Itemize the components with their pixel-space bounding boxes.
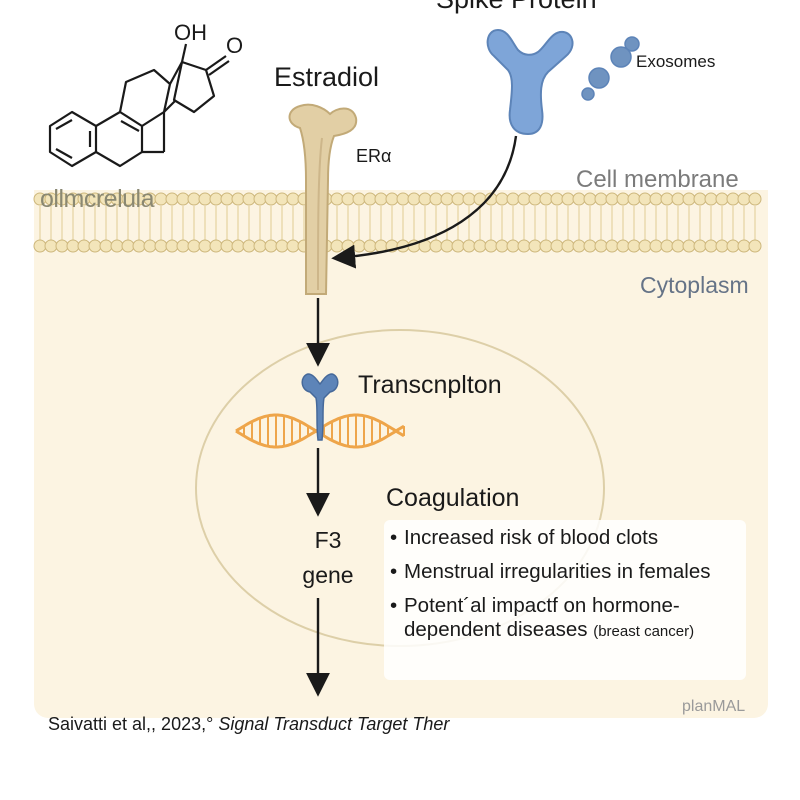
effects-list: Increased risk of blood clots Menstrual … bbox=[390, 526, 750, 654]
hydroxyl-label: OH bbox=[174, 20, 207, 45]
cell-membrane-label: Cell membrane bbox=[576, 166, 739, 193]
exosomes-icon bbox=[581, 36, 640, 101]
effect-item: Potent´al impactf on hormone-dependent d… bbox=[390, 594, 750, 644]
er-alpha-label: ERα bbox=[356, 146, 392, 166]
effect-item: Increased risk of blood clots bbox=[390, 526, 750, 550]
estradiol-label: Estradiol bbox=[274, 62, 380, 92]
transcription-factor-icon bbox=[301, 373, 339, 441]
transcription-label: Transcnplton bbox=[358, 371, 502, 399]
effect-item: Menstrual irregularities in females bbox=[390, 560, 750, 584]
citation: Saivatti et al,, 2023,° Signal Transduct… bbox=[48, 714, 449, 735]
cell-membrane-bilayer bbox=[33, 192, 762, 253]
ketone-label: O bbox=[226, 33, 244, 58]
citation-authors: Saivatti et al,, 2023,° bbox=[48, 714, 214, 734]
citation-journal: Signal Transduct Target Ther bbox=[218, 714, 450, 734]
f3-gene-label: F3 gene bbox=[302, 527, 354, 588]
spike-protein-icon bbox=[486, 28, 574, 136]
exosomes-label: Exosomes bbox=[636, 52, 716, 71]
estradiol-molecule-icon bbox=[48, 43, 230, 168]
er-alpha-receptor bbox=[288, 103, 358, 295]
spike-to-receptor-arrow bbox=[331, 135, 518, 269]
membrane-overlay-label: ollmcrelula bbox=[40, 185, 154, 213]
coagulation-heading: Coagulation bbox=[386, 484, 520, 512]
effect-note: (breast cancer) bbox=[593, 623, 695, 640]
cytoplasm-label: Cytoplasm bbox=[640, 272, 749, 298]
spike-protein-label: Spike Protein bbox=[436, 0, 597, 15]
credit-label: planMAL bbox=[682, 698, 746, 715]
